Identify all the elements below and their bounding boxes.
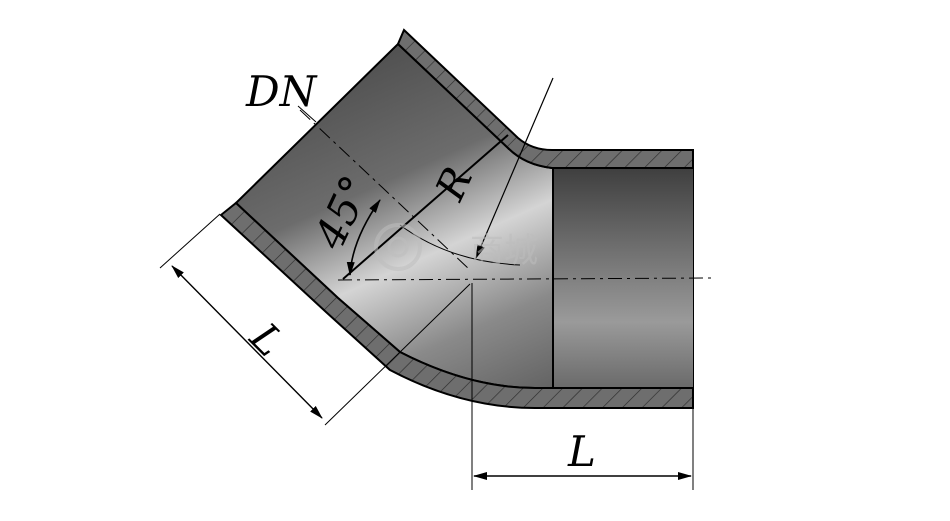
watermark-logo: 商城 [374,223,538,271]
label-length-horizontal: L [567,427,596,476]
dn-leader [297,105,317,123]
elbow-walls [219,28,694,409]
radius-line [475,77,554,259]
centerline-horizontal [337,277,713,281]
extension-diag-lower [324,283,471,426]
elbow-body [234,42,694,389]
construction-lines [159,77,713,490]
angle-dimension-arc [346,199,381,276]
label-dn: DN [245,67,318,116]
centerline-diagonal [299,109,471,271]
extension-diag-upper [159,213,221,269]
bend-arc [399,224,521,266]
watermark-circle-icon [374,223,422,271]
wall-bottom-outer [219,201,694,409]
wall-top-straight [396,28,694,169]
label-length-diagonal: L [240,314,292,366]
watermark-text: 商城 [470,231,538,271]
dimension-line-diagonal [171,265,323,419]
